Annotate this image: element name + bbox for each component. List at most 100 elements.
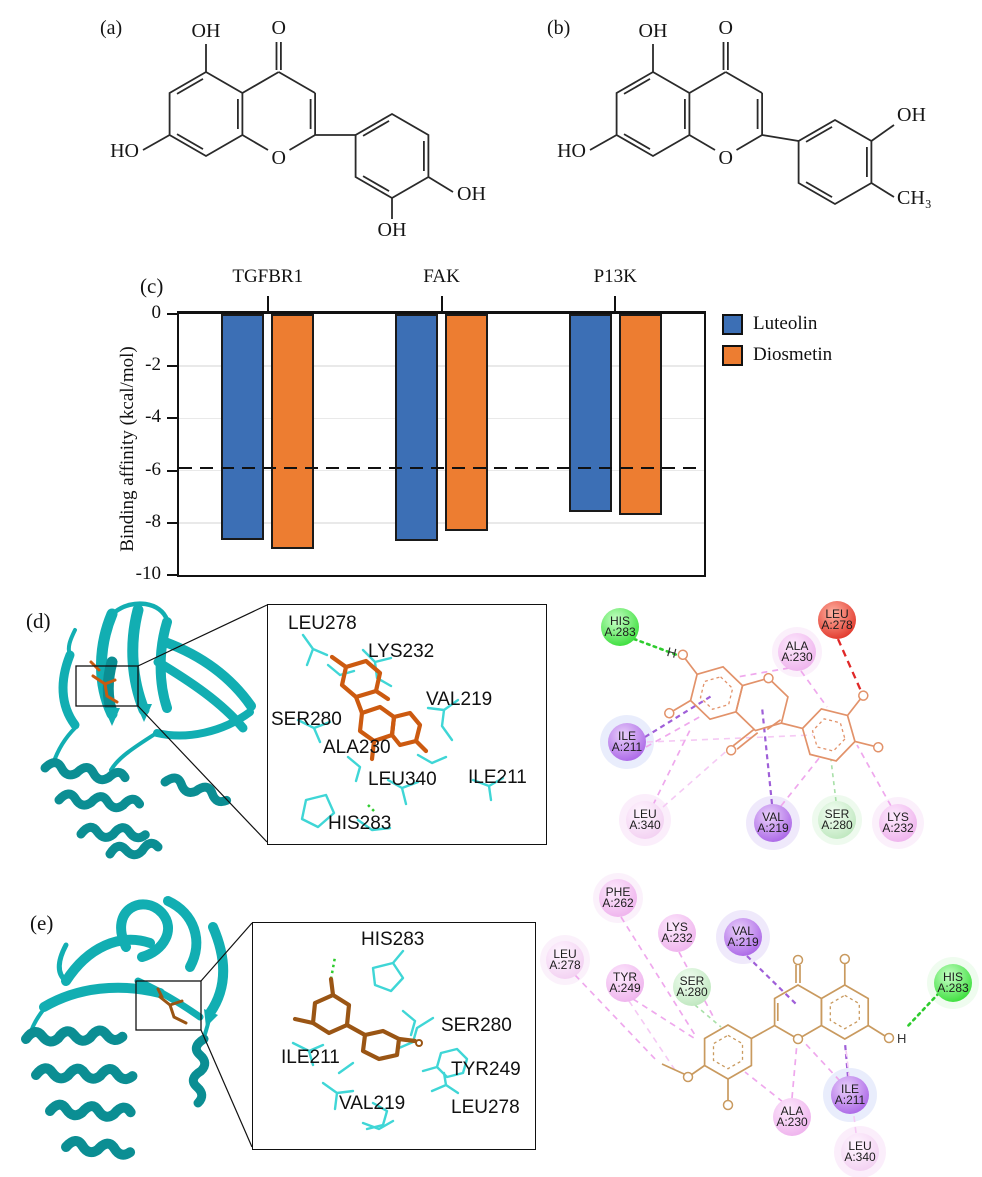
bar-luteolin-tgfbr1 — [221, 314, 265, 540]
category-tick — [614, 296, 617, 311]
ligand-sticks-d — [329, 654, 429, 762]
svg-text:A:230: A:230 — [776, 1115, 808, 1129]
svg-text:A:219: A:219 — [757, 821, 789, 835]
atom-o4: O — [718, 17, 732, 39]
protein-ribbon-d — [40, 601, 256, 860]
svg-text:LYS: LYS — [887, 810, 909, 824]
svg-text:A:283: A:283 — [937, 981, 969, 995]
y-tick-label: -2 — [145, 354, 161, 376]
svg-text:A:278: A:278 — [549, 958, 581, 972]
svg-text:A:211: A:211 — [612, 740, 643, 754]
y-tick-label: -10 — [135, 563, 161, 584]
atom-o4: O — [271, 17, 285, 39]
legend-swatch — [722, 344, 743, 366]
category-tick — [440, 296, 443, 311]
y-axis-tick — [167, 313, 179, 315]
panel-c-label: (c) — [140, 274, 164, 298]
y-axis-title: Binding affinity (kcal/mol) — [117, 346, 138, 552]
interaction-diagram-d: H HIS A:283 LEU A:278 ALA A:230 ILE A:21… — [600, 601, 924, 850]
closeup-residue-label: VAL219 — [339, 1093, 405, 1114]
legend-label: Luteolin — [753, 313, 818, 334]
closeup-box-e: HIS283 SER280 TYR249 LEU278 VAL219 ILE21… — [252, 922, 536, 1150]
svg-text:A:340: A:340 — [629, 818, 661, 832]
svg-text:LEU: LEU — [848, 1139, 871, 1153]
hbond-hint — [329, 956, 337, 980]
svg-text:A:232: A:232 — [882, 821, 914, 835]
y-axis-tick — [167, 521, 179, 524]
y-tick-label: -4 — [145, 406, 161, 428]
atom-o1: O — [271, 147, 285, 169]
svg-text:A:340: A:340 — [844, 1150, 876, 1164]
panel-b-structure: (b) OH O O HO OH CH₃ — [547, 17, 932, 209]
y-axis-tick — [167, 469, 179, 472]
svg-text:A:262: A:262 — [602, 896, 634, 910]
closeup-residue-label: ALA230 — [323, 737, 391, 758]
svg-text:A:232: A:232 — [661, 931, 693, 945]
svg-text:VAL: VAL — [762, 810, 784, 824]
svg-text:A:211: A:211 — [835, 1093, 866, 1107]
panel-a-structure: (a) OH O O HO OH OH — [100, 17, 486, 241]
h-atom-label: H — [665, 644, 678, 661]
residue-badges-d: HIS A:283 LEU A:278 ALA A:230 ILE A:211 … — [601, 601, 917, 842]
closeup-residue-label: SER280 — [271, 709, 342, 730]
svg-text:A:230: A:230 — [781, 650, 813, 664]
atom-oh-right: OH — [457, 183, 486, 205]
bar-luteolin-p13k — [568, 314, 612, 513]
y-tick-label: 0 — [151, 302, 162, 323]
category-label: P13K — [593, 266, 637, 287]
sheet-arrowhead — [136, 704, 152, 722]
gridline — [179, 469, 704, 472]
svg-text:A:280: A:280 — [676, 985, 708, 999]
svg-text:ALA: ALA — [781, 1104, 804, 1118]
atom-ho7: HO — [557, 140, 586, 162]
panel-b-label: (b) — [547, 17, 570, 39]
svg-text:PHE: PHE — [606, 885, 631, 899]
h-atom-label: H — [897, 1031, 906, 1046]
bar-luteolin-fak — [395, 314, 438, 542]
gridline — [179, 417, 704, 420]
atom-o1: O — [718, 147, 732, 169]
closeup-residue-label: SER280 — [441, 1015, 512, 1036]
svg-text:LEU: LEU — [633, 807, 656, 821]
panel-a-label: (a) — [100, 17, 122, 39]
closeup-residue-label: TYR249 — [451, 1059, 521, 1080]
svg-text:LEU: LEU — [553, 947, 576, 961]
svg-text:A:283: A:283 — [604, 625, 636, 639]
atom-oh-bottom: OH — [378, 219, 407, 241]
category-label: TGFBR1 — [232, 266, 304, 287]
atom-ho7: HO — [110, 140, 139, 162]
hbond-hint — [367, 804, 377, 814]
legend-swatch — [722, 313, 743, 335]
residue-badges-e: PHE A:262 LEU A:278 LYS A:232 TYR A:249 … — [546, 879, 972, 1171]
closeup-residue-label: VAL219 — [426, 689, 492, 710]
y-axis-tick — [167, 417, 179, 420]
legend-row-diosmetin: Diosmetin — [722, 344, 832, 366]
atom-ch3: CH₃ — [897, 187, 932, 209]
closeup-residue-label: HIS283 — [361, 929, 424, 950]
closeup-residue-label: ILE211 — [468, 767, 527, 788]
closeup-residue-label: ILE211 — [281, 1047, 340, 1068]
svg-text:A:280: A:280 — [821, 818, 853, 832]
closeup-residue-label: HIS283 — [328, 813, 391, 834]
panel-d-label: (d) — [26, 609, 51, 633]
y-tick-label: -8 — [145, 510, 161, 532]
gridline — [179, 522, 704, 524]
svg-text:SER: SER — [680, 974, 705, 988]
svg-text:VAL: VAL — [732, 924, 754, 938]
threshold-line — [179, 466, 704, 469]
protein-ribbon-e — [21, 896, 229, 1160]
sheet-arrowhead — [204, 1009, 218, 1027]
closeup-residue-label: LEU278 — [288, 613, 357, 634]
gridline — [179, 365, 704, 367]
svg-text:ILE: ILE — [618, 729, 636, 743]
svg-text:LEU: LEU — [825, 607, 848, 621]
category-label: FAK — [423, 266, 460, 287]
y-axis-tick — [167, 574, 179, 576]
atom-oh5: OH — [639, 20, 668, 42]
bar-diosmetin-p13k — [618, 314, 662, 515]
svg-text:HIS: HIS — [610, 614, 630, 628]
svg-text:A:219: A:219 — [727, 935, 759, 949]
